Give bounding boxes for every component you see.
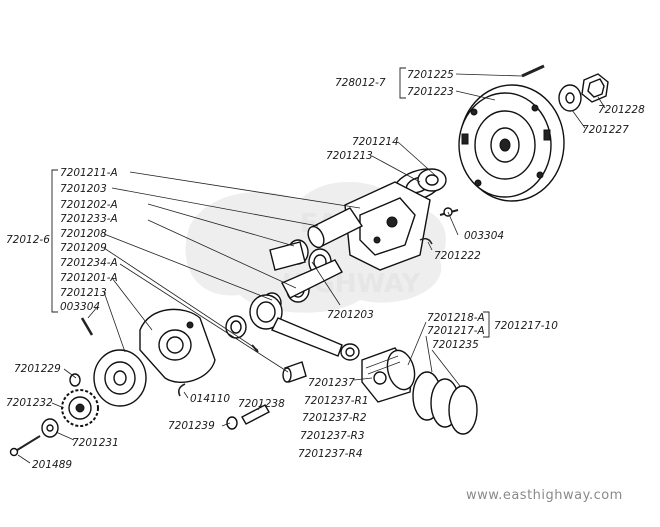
bracket-7201217-10 [483,311,490,338]
label-7201217-A: 7201217-A [427,325,485,337]
label-7201225: 7201225 [407,69,454,81]
key-pin [521,64,545,78]
label-7201203-mid: 7201203 [327,309,374,321]
label-7201227: 7201227 [582,124,629,136]
main-bearing-disk [93,349,147,407]
label-7201201-A: 7201201-A [60,272,118,284]
label-7201232: 7201232 [6,397,53,409]
group-7201217-10: 7201217-10 [494,320,558,332]
wrist-pin [282,361,307,383]
small-bolt [251,344,259,353]
label-7201213-top: 7201213 [326,150,373,162]
label-7201237: 7201237 [308,377,355,389]
crank-pin-upper [307,207,364,249]
label-201489: 201489 [32,459,72,471]
bracket-72012-6 [51,169,58,313]
label-7201223: 7201223 [407,86,454,98]
label-7201229: 7201229 [14,363,61,375]
label-7201237-R1: 7201237-R1 [304,395,369,407]
label-7201239: 7201239 [168,420,215,432]
crank-center [344,168,447,271]
flywheel-washer [558,84,582,112]
labels: 728012-7 7201225 7201223 7201228 7201227… [6,69,645,471]
label-014110: 014110 [190,393,230,405]
label-7201237-R2: 7201237-R2 [302,412,367,424]
clip-7201222 [419,237,433,245]
gear-screw [9,435,41,457]
group-728012-7: 728012-7 [335,77,386,89]
crank-web-left [139,308,216,383]
label-003304-left: 003304 [60,301,100,313]
label-7201202-A: 7201202-A [60,199,118,211]
flywheel [458,84,565,202]
website-watermark: www.easthighway.com [466,488,623,503]
label-7201237-R4: 7201237-R4 [298,448,363,460]
label-7201231: 7201231 [72,437,119,449]
pin-7201238 [241,404,270,425]
label-7201233-A: 7201233-A [60,213,118,225]
dowel-pin [80,317,94,336]
ring-7201239 [226,416,238,430]
label-7201208: 7201208 [60,228,107,240]
label-7201222: 7201222 [434,250,481,262]
piston-ring-3 [448,385,478,435]
gear-spacer [69,373,81,387]
label-7201237-R3: 7201237-R3 [300,430,365,442]
label-003304-right: 003304 [464,230,504,242]
label-7201203-left: 7201203 [60,183,107,195]
label-7201238: 7201238 [238,398,285,410]
gear-washer [41,418,59,438]
rod-bearing-small [225,315,247,339]
label-7201211-A: 7201211-A [60,167,118,179]
piston [361,347,416,403]
drive-gear [61,389,99,427]
label-7201234-A: 7201234-A [60,257,118,269]
connecting-rod [249,294,360,361]
flywheel-nut [581,73,609,103]
bracket-728012-7 [399,67,406,99]
circlip [178,383,186,397]
label-7201218-A: 7201218-A [427,312,485,324]
label-7201228: 7201228 [598,104,645,116]
label-7201235: 7201235 [432,339,479,351]
label-7201214: 7201214 [352,136,399,148]
group-72012-6: 72012-6 [6,234,50,246]
label-7201209: 7201209 [60,242,107,254]
leader-lines [17,73,606,464]
label-7201213-left: 7201213 [60,287,107,299]
